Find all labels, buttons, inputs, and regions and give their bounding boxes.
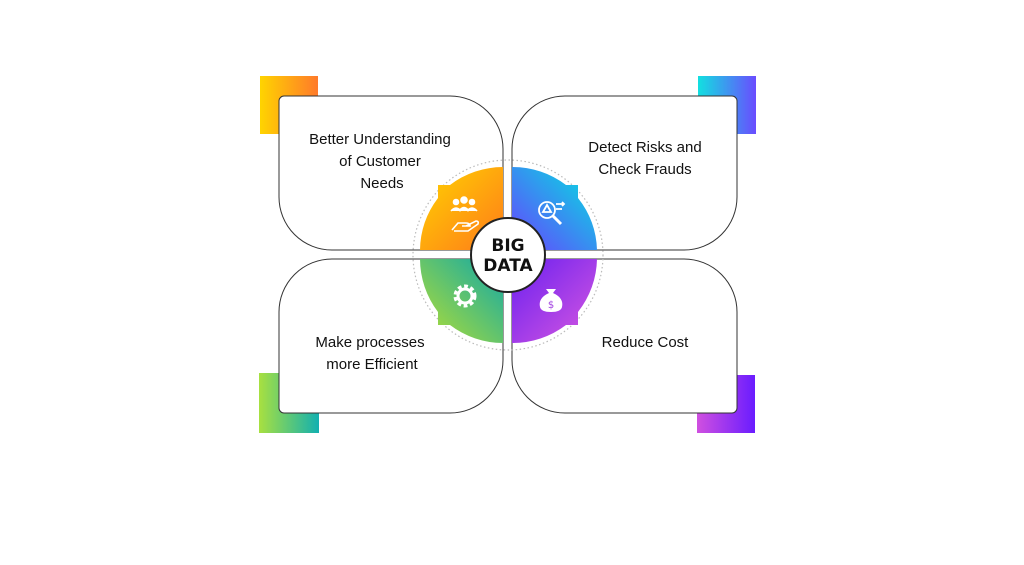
label-bl-2: more Efficient — [326, 356, 418, 373]
svg-text:$: $ — [548, 300, 554, 311]
label-br-1: Reduce Cost — [602, 334, 690, 351]
label-tl-3: Needs — [360, 175, 403, 192]
label-tl-1: Better Understanding — [309, 131, 451, 148]
customers-hand-icon — [450, 196, 480, 232]
dotted-ring — [412, 159, 604, 351]
label-tr-1: Detect Risks and — [588, 139, 701, 156]
risk-magnifier-icon — [538, 201, 566, 226]
label-tr-2: Check Frauds — [598, 161, 691, 178]
money-bag-icon: $ — [539, 289, 563, 312]
label-tl-2: of Customer — [339, 153, 421, 170]
center-circle — [470, 217, 546, 293]
gear-icon — [453, 284, 477, 308]
center-title-line1: BIG — [491, 236, 524, 256]
center-title-line2: DATA — [483, 256, 533, 276]
label-bl-1: Make processes — [315, 334, 424, 351]
